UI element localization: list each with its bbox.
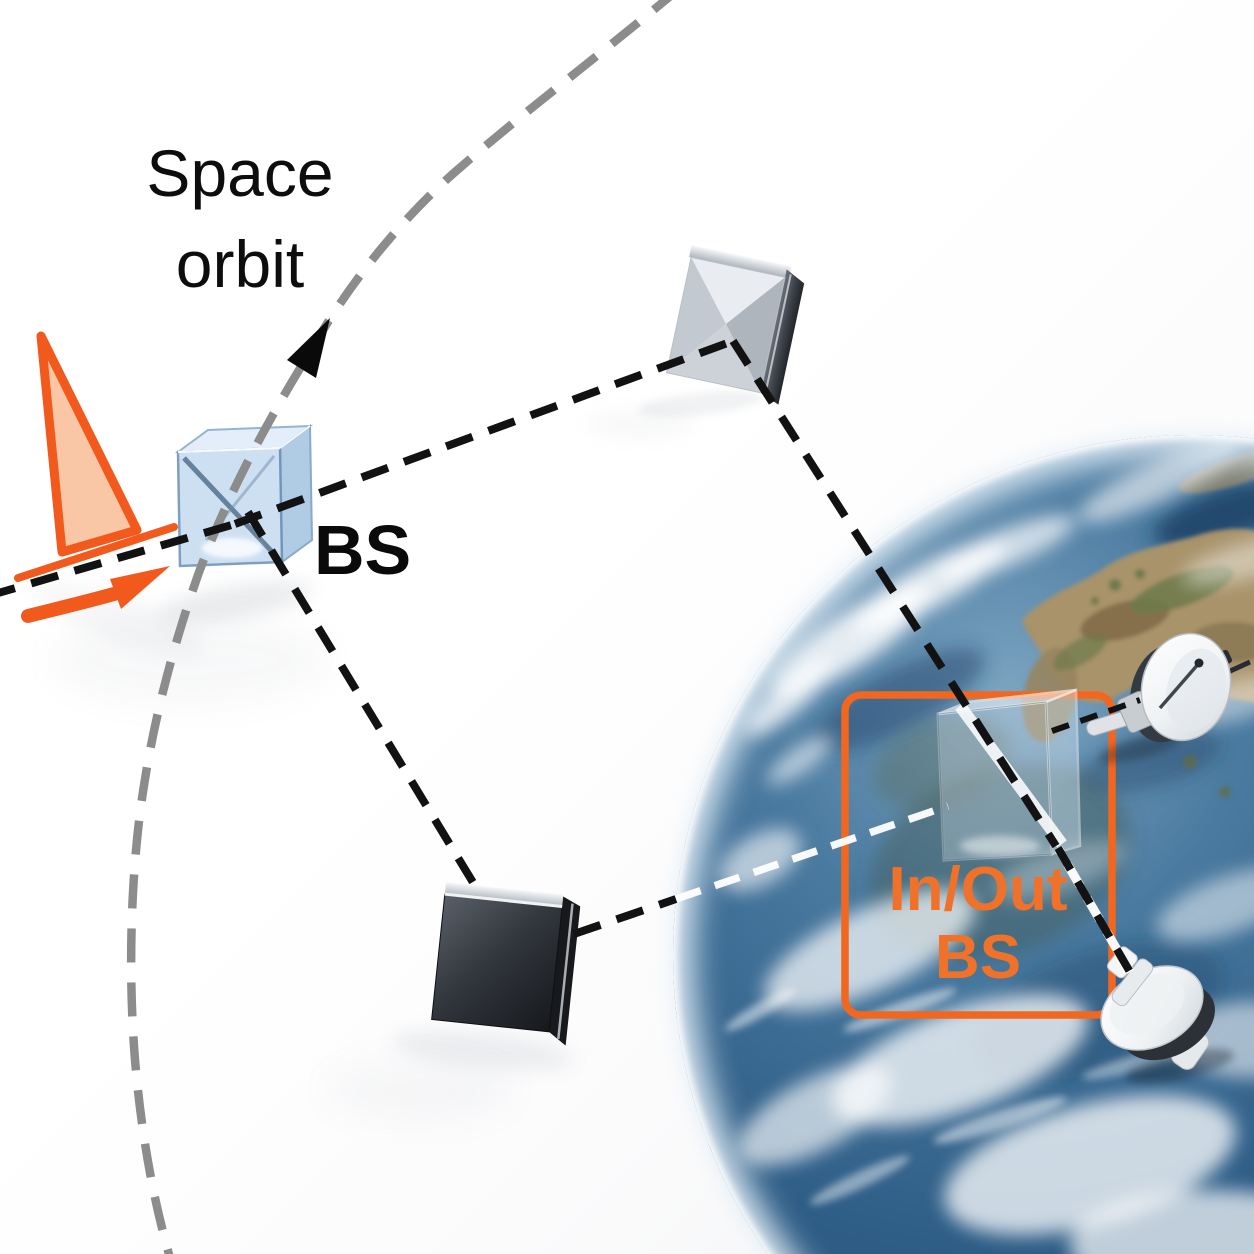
bs-label: BS	[314, 511, 412, 589]
satellite-dish-upper	[1086, 632, 1252, 763]
inout-bs-box	[841, 691, 1116, 1019]
mirror-top	[665, 245, 805, 405]
beam-bottom-mirror-to-inout-black	[572, 895, 678, 938]
earth-clouds	[719, 437, 1254, 1254]
mirror-bottom	[431, 882, 581, 1046]
inout-bs-label-line2: BS	[934, 923, 1022, 993]
inout-bs-cube	[936, 688, 1082, 862]
orbit-arrowhead-icon	[287, 318, 330, 378]
space-orbit-path	[126, 0, 673, 1254]
space-orbit-label-line1: Space	[146, 136, 334, 210]
beam-inout-to-lower-dish	[1054, 845, 1134, 975]
earth-globe	[669, 431, 1254, 1254]
space-orbit-label-line2: orbit	[175, 227, 305, 302]
beam-inout-to-upper-dish	[1051, 697, 1141, 734]
beam-bs-to-bottom-mirror	[244, 509, 481, 892]
laser-pulse-icon	[14, 331, 178, 582]
beam-splitter-cube	[174, 424, 314, 568]
beam-bottom-mirror-to-inout-white	[674, 802, 950, 903]
inout-bs-label-line1: In/Out	[888, 855, 1068, 924]
inout-bs-label: In/Out BS	[845, 855, 1111, 993]
satellite-dish-lower	[1100, 946, 1234, 1084]
input-arrow-icon	[21, 566, 170, 623]
beam-top-mirror-to-inout	[729, 338, 1060, 849]
space-orbit-label: Space orbit	[60, 128, 420, 310]
